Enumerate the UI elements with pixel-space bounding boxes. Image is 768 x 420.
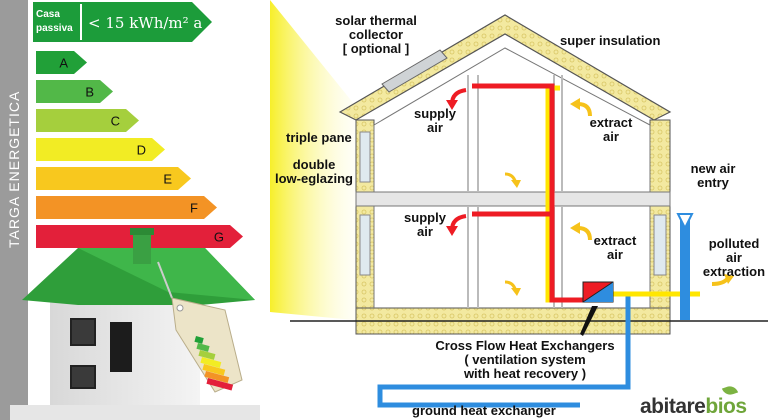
supply-air-duct: [472, 83, 583, 303]
triple-pane-label: triple pane: [286, 130, 352, 145]
energy-class-letter-b: B: [85, 85, 94, 100]
energy-class-bar-b: [36, 80, 113, 103]
energy-tag: [157, 261, 243, 393]
house-illustration: [10, 228, 260, 420]
supply-air-bottom-label: supply air: [404, 210, 446, 239]
ground-heat-exchanger-label: ground heat exchanger: [412, 403, 556, 418]
energy-class-bar-c: [36, 109, 139, 132]
passive-value-label: < 15 kWh/m² a: [88, 14, 202, 32]
heat-exchangers-label: Cross Flow Heat Exchangers ( ventilation…: [435, 338, 615, 381]
new-air-inlet: [676, 213, 694, 231]
heat-exchanger-unit: [582, 281, 614, 303]
super-insulation-label: super insulation: [560, 33, 661, 48]
new-air-entry-label: new air entry: [690, 161, 736, 190]
ventilation-ducts: [377, 83, 700, 408]
extract-air-bottom-label: extract air: [593, 233, 637, 262]
energy-class-letter-d: D: [137, 143, 146, 158]
solar-collector-panel: [381, 49, 448, 93]
energy-class-letter-e: E: [163, 172, 172, 187]
label-side-band: [0, 0, 28, 420]
energy-class-letter-g: G: [214, 230, 224, 245]
energy-class-bars: A B C D E F G: [36, 51, 243, 248]
intermediate-floor: [355, 191, 671, 207]
passive-badge-divider: [80, 4, 82, 40]
energy-class-bar-e: [36, 167, 191, 190]
energy-class-letter-f: F: [190, 201, 198, 216]
ground-exchanger-duct: [377, 294, 631, 408]
targa-energetica-vertical: TARGA ENERGETICA: [6, 91, 22, 248]
brand-part-2: bios: [705, 395, 747, 418]
sun-beam: [270, 0, 375, 322]
passive-house-arrow: [33, 2, 212, 42]
extract-air-top-label: extract air: [589, 115, 633, 144]
energy-class-letter-a: A: [59, 56, 68, 71]
energy-class-bar-f: [36, 196, 217, 219]
flow-arrows: [446, 88, 734, 336]
house-section: [290, 14, 768, 335]
abitarebios-logo: abitarebios: [640, 395, 747, 419]
energy-class-bar-a: [36, 51, 87, 74]
window-left-upper: [359, 131, 371, 183]
polluted-air-label: polluted air extraction: [702, 236, 766, 279]
brand-part-1: abitare: [640, 395, 706, 418]
double-glazing-label: double low-eglazing: [275, 157, 353, 186]
energy-class-letter-c: C: [111, 114, 120, 129]
supply-air-top-label: supply air: [414, 106, 456, 135]
solar-collector-label: solar thermal collector [ optional ]: [335, 13, 417, 56]
window-left-lower: [359, 214, 371, 276]
energy-class-bar-d: [36, 138, 165, 161]
heat-exchanger-pointer: [580, 306, 598, 336]
window-right-lower: [653, 214, 667, 276]
